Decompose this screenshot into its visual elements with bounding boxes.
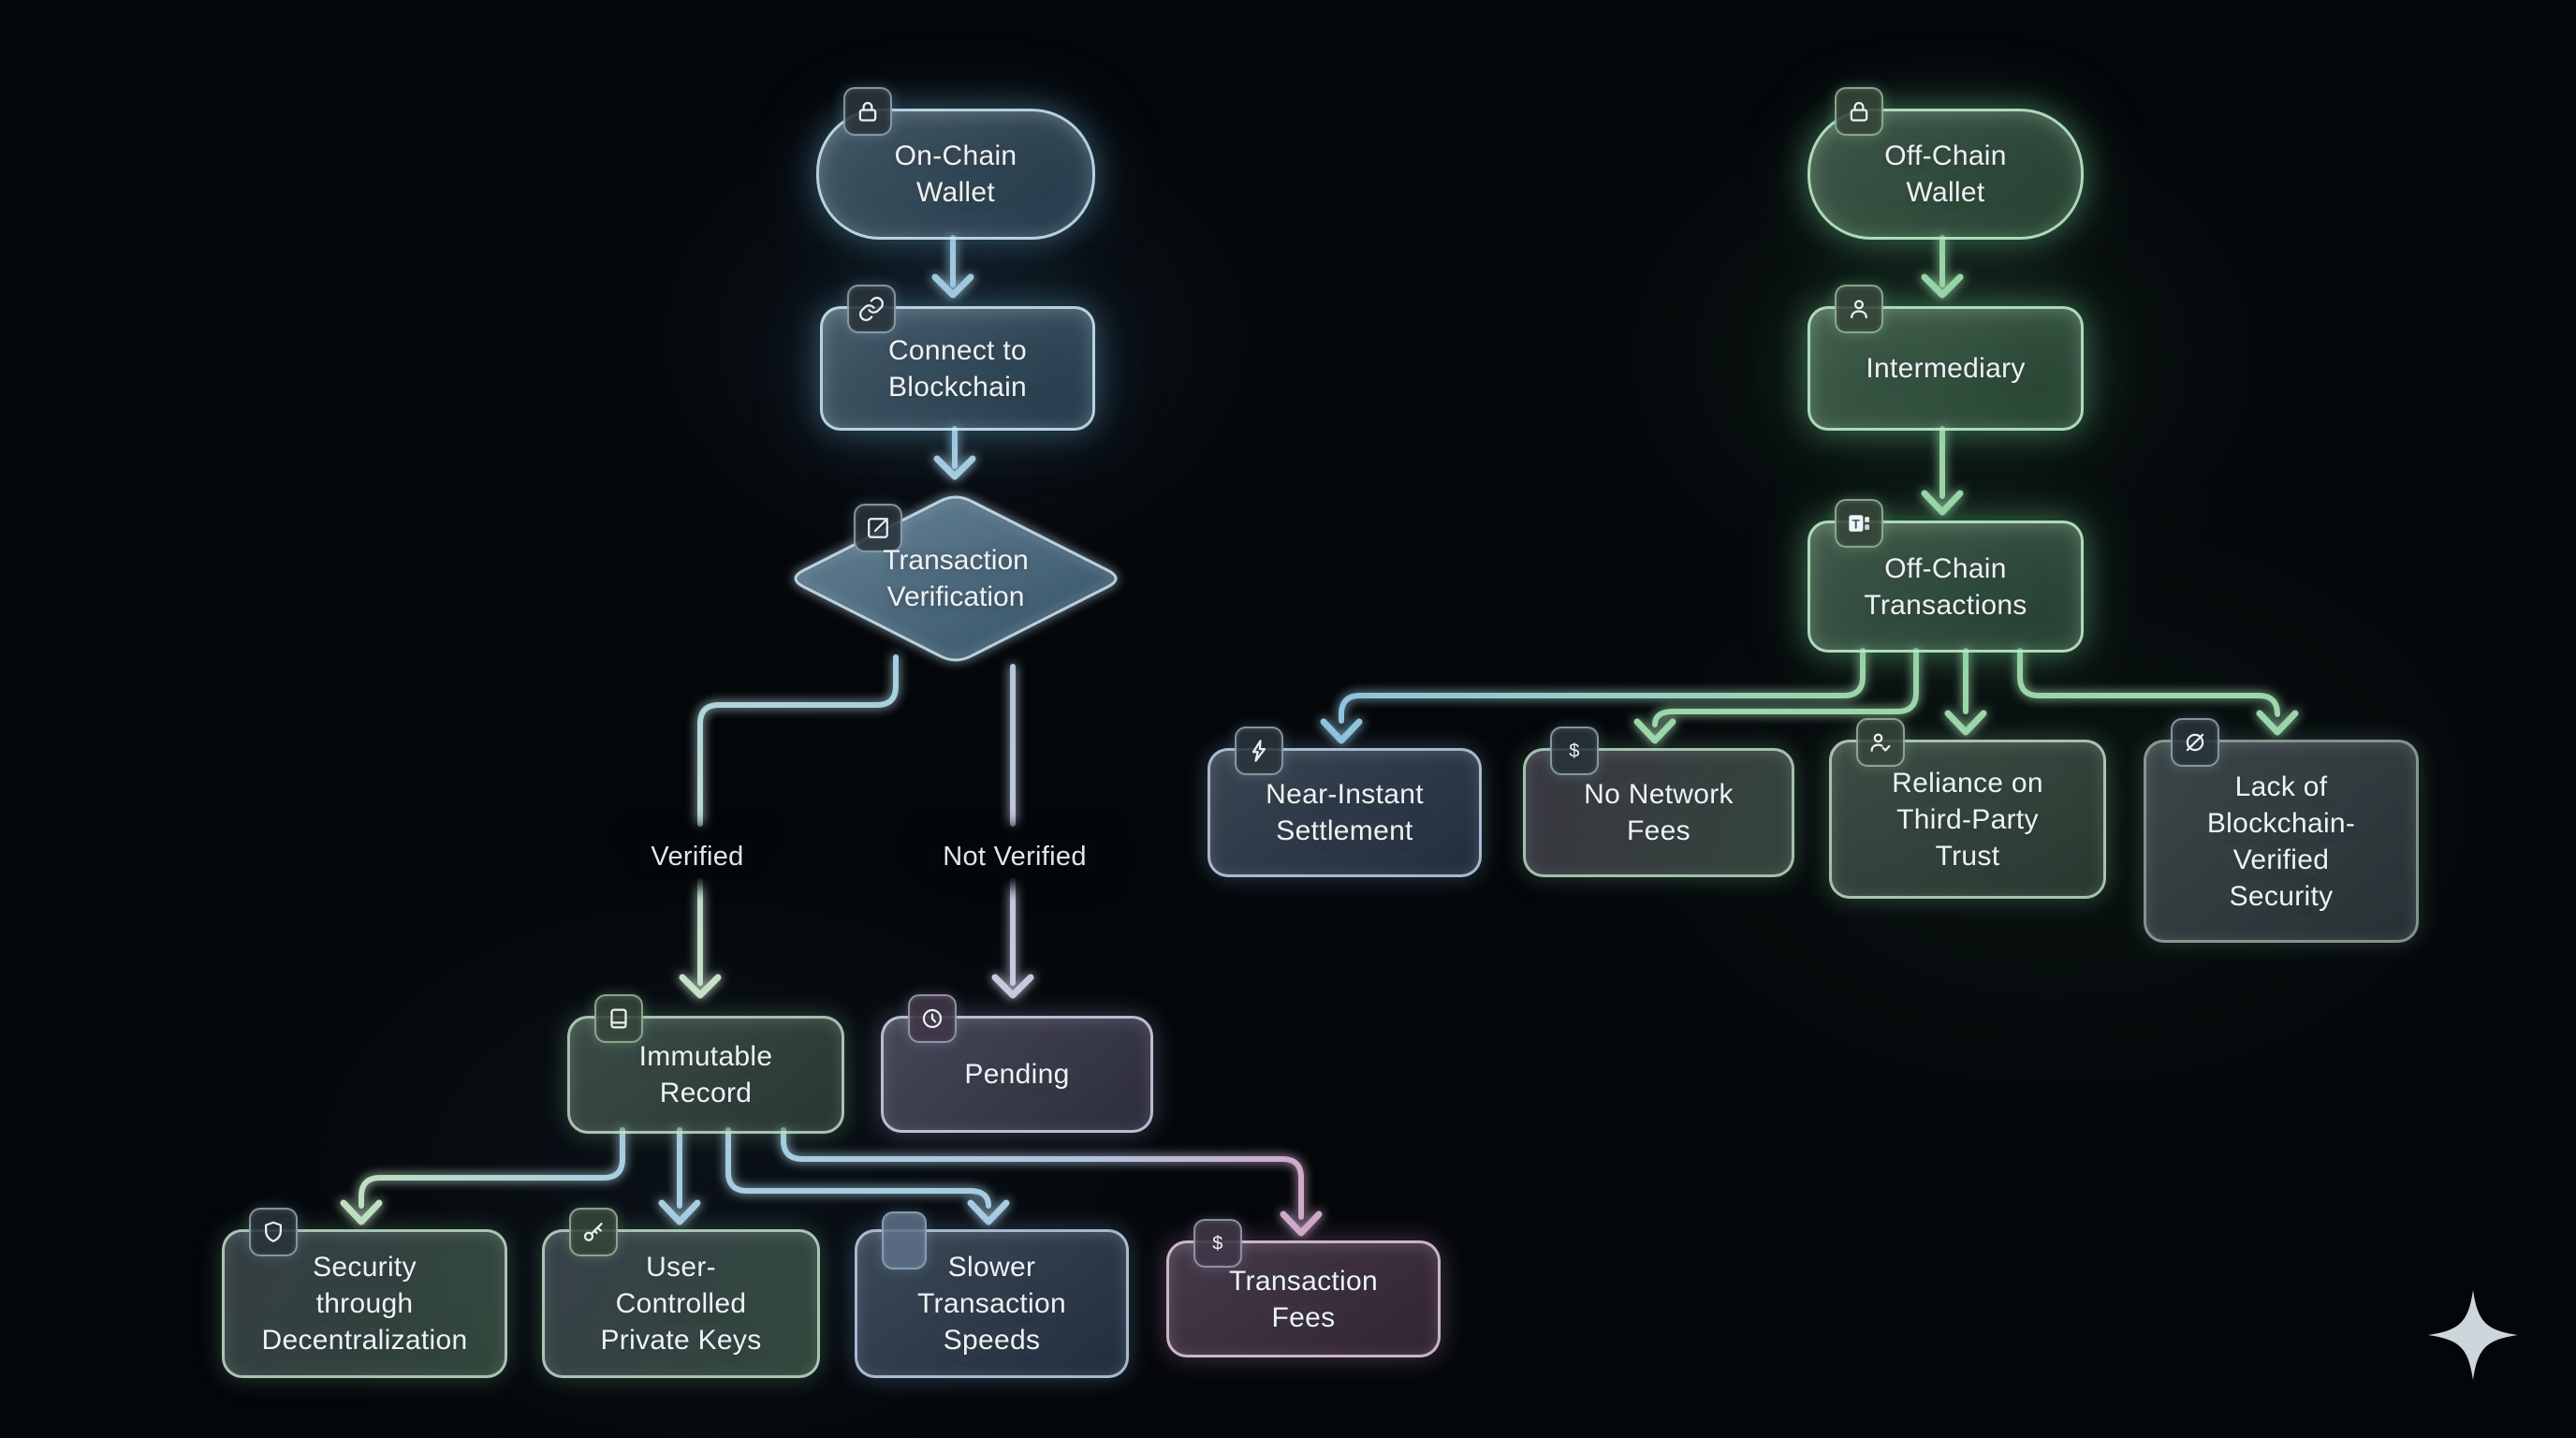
node-label: No Network Fees xyxy=(1584,779,1734,846)
node-user-controlled-private-keys: User- Controlled Private Keys xyxy=(542,1208,820,1378)
t-tile-icon: T xyxy=(1835,499,1883,548)
lightning-icon xyxy=(1235,726,1283,775)
node-label: Lack of Blockchain- Verified Security xyxy=(2206,770,2356,912)
node-pending: Pending xyxy=(881,994,1153,1133)
node-label: On-Chain Wallet xyxy=(894,140,1017,208)
eye-off-icon xyxy=(2171,718,2219,767)
person-icon xyxy=(1835,285,1883,333)
edit-icon xyxy=(854,504,902,552)
edge-label-verified: Verified xyxy=(636,836,759,878)
lock-icon xyxy=(1835,87,1883,136)
edge-label-not-verified: Not Verified xyxy=(928,836,1102,878)
dollar-icon: $ xyxy=(1193,1219,1242,1268)
node-label: Intermediary xyxy=(1866,353,2026,384)
node-security-through-decentralization: Security through Decentralization xyxy=(222,1208,507,1378)
sparkle-icon xyxy=(2426,1288,2520,1382)
node-immutable-record: Immutable Record xyxy=(567,994,844,1134)
node-label: Immutable Record xyxy=(638,1041,773,1108)
node-on-chain-wallet: On-Chain Wallet xyxy=(816,87,1095,240)
node-label: Off-Chain Transactions xyxy=(1864,552,2027,621)
lock-icon xyxy=(843,87,892,136)
node-off-chain-transactions: T Off-Chain Transactions xyxy=(1808,499,2084,653)
node-label: Reliance on Third-Party Trust xyxy=(1892,767,2043,872)
node-label: Pending xyxy=(964,1059,1070,1090)
dollar-icon: $ xyxy=(1550,726,1599,775)
key-icon xyxy=(569,1208,618,1256)
node-off-chain-wallet: Off-Chain Wallet xyxy=(1808,87,2084,240)
svg-text:T: T xyxy=(1852,518,1860,532)
node-label: Slower Transaction Speeds xyxy=(917,1252,1066,1356)
link-icon xyxy=(847,285,896,333)
node-transaction-verification: Transaction Verification xyxy=(883,545,1029,612)
svg-text:$: $ xyxy=(1569,741,1580,762)
node-lack-blockchain-verified-security: Lack of Blockchain- Verified Security xyxy=(2144,718,2419,943)
blank-badge xyxy=(882,1211,927,1269)
node-no-network-fees: $ No Network Fees xyxy=(1523,726,1794,877)
node-label: Transaction Fees xyxy=(1229,1265,1378,1333)
node-intermediary: Intermediary xyxy=(1808,285,2084,431)
node-connect-to-blockchain: Connect to Blockchain xyxy=(820,285,1095,431)
node-transaction-fees: $ Transaction Fees xyxy=(1166,1219,1441,1357)
clock-icon xyxy=(908,994,957,1043)
user-check-icon xyxy=(1856,718,1905,767)
node-label: Off-Chain Wallet xyxy=(1884,140,2007,208)
node-near-instant-settlement: Near-Instant Settlement xyxy=(1208,726,1482,877)
shield-icon xyxy=(249,1208,298,1256)
journal-icon xyxy=(594,994,643,1043)
node-reliance-third-party-trust: Reliance on Third-Party Trust xyxy=(1829,718,2106,899)
node-slower-transaction-speeds: Slower Transaction Speeds xyxy=(855,1211,1129,1378)
node-label: User- Controlled Private Keys xyxy=(600,1252,762,1356)
node-label: Security through Decentralization xyxy=(261,1252,468,1356)
svg-text:$: $ xyxy=(1212,1234,1223,1255)
node-label: Connect to Blockchain xyxy=(887,334,1028,403)
node-label: Near-Instant Settlement xyxy=(1266,779,1424,846)
